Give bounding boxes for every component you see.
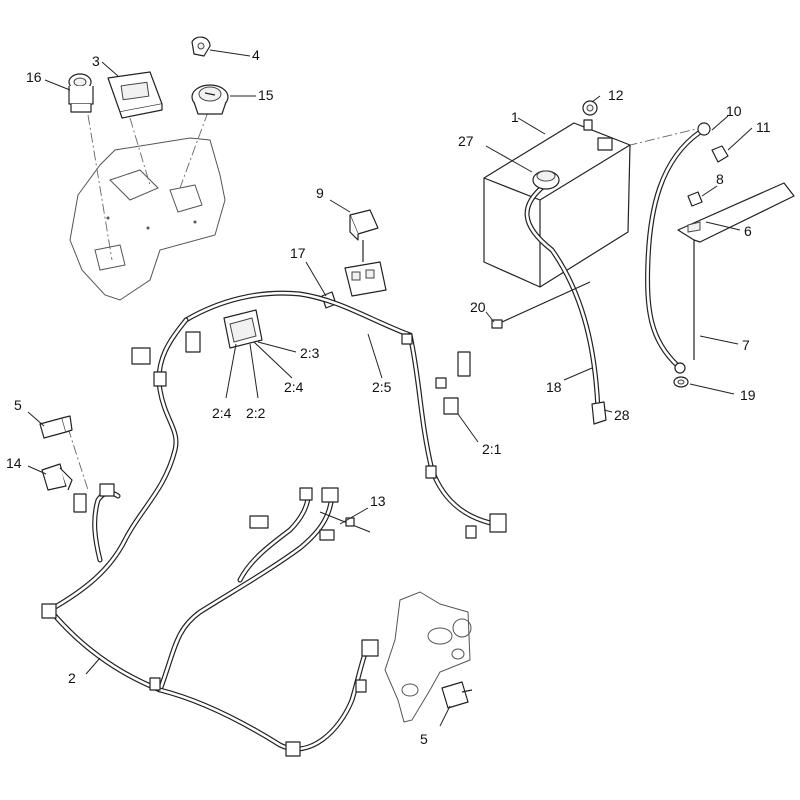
nut-12 <box>582 100 598 116</box>
negative-cable-18 <box>524 170 607 425</box>
ignition-switch-15 <box>191 84 229 115</box>
callout-11: 11 <box>756 119 771 135</box>
washer-19 <box>673 376 689 388</box>
callout-7: 7 <box>742 337 750 353</box>
callout-8: 8 <box>716 171 724 187</box>
callout-18: 18 <box>546 379 562 395</box>
callout-28: 28 <box>614 407 630 423</box>
switch-16 <box>68 73 94 113</box>
callout-2-5: 2:5 <box>372 379 392 395</box>
callout-9: 9 <box>316 185 324 201</box>
callout-1: 1 <box>511 109 519 125</box>
callout-2-4b: 2:4 <box>284 379 304 395</box>
callout-4: 4 <box>252 47 260 63</box>
relay-socket <box>344 261 387 297</box>
callout-5a: 5 <box>14 397 22 413</box>
callout-3: 3 <box>92 53 100 69</box>
callout-2: 2 <box>68 670 76 686</box>
callout-17: 17 <box>290 245 306 261</box>
alignment-lines <box>67 111 701 491</box>
nut-8 <box>687 191 703 207</box>
hold-down-bracket-6 <box>677 182 795 360</box>
switch-14 <box>41 463 73 491</box>
callout-2-1: 2:1 <box>482 441 502 457</box>
hour-meter-3 <box>107 71 163 119</box>
switch-5-upper <box>39 415 73 439</box>
callouts: 1 2 2:1 2:2 2:3 2:4 2:4 2:5 3 4 5 5 6 7 … <box>6 47 771 747</box>
callout-15: 15 <box>258 87 274 103</box>
callout-10: 10 <box>726 103 742 119</box>
callout-27: 27 <box>458 133 474 149</box>
callout-16: 16 <box>26 69 42 85</box>
switch-5-lower <box>441 681 473 709</box>
callout-19: 19 <box>740 387 756 403</box>
callout-13: 13 <box>370 493 386 509</box>
relay-9 <box>349 209 379 262</box>
dash-panel <box>69 137 226 301</box>
callout-5b: 5 <box>420 731 428 747</box>
positive-cable-7 <box>645 122 711 374</box>
bolt-11 <box>711 145 729 163</box>
key-4 <box>191 36 211 57</box>
callout-14: 14 <box>6 455 22 471</box>
mounting-bracket <box>384 591 472 723</box>
callout-6: 6 <box>744 223 752 239</box>
harness-connectors <box>41 309 507 757</box>
callout-2-4a: 2:4 <box>212 405 232 421</box>
callout-2-3: 2:3 <box>300 345 320 361</box>
leader-lines <box>27 49 753 727</box>
callout-12: 12 <box>608 87 624 103</box>
battery-1 <box>483 119 631 288</box>
callout-20: 20 <box>470 299 486 315</box>
cable-tie-13 <box>319 511 371 533</box>
callout-2-2: 2:2 <box>246 405 266 421</box>
cable-tie-20 <box>491 281 591 329</box>
